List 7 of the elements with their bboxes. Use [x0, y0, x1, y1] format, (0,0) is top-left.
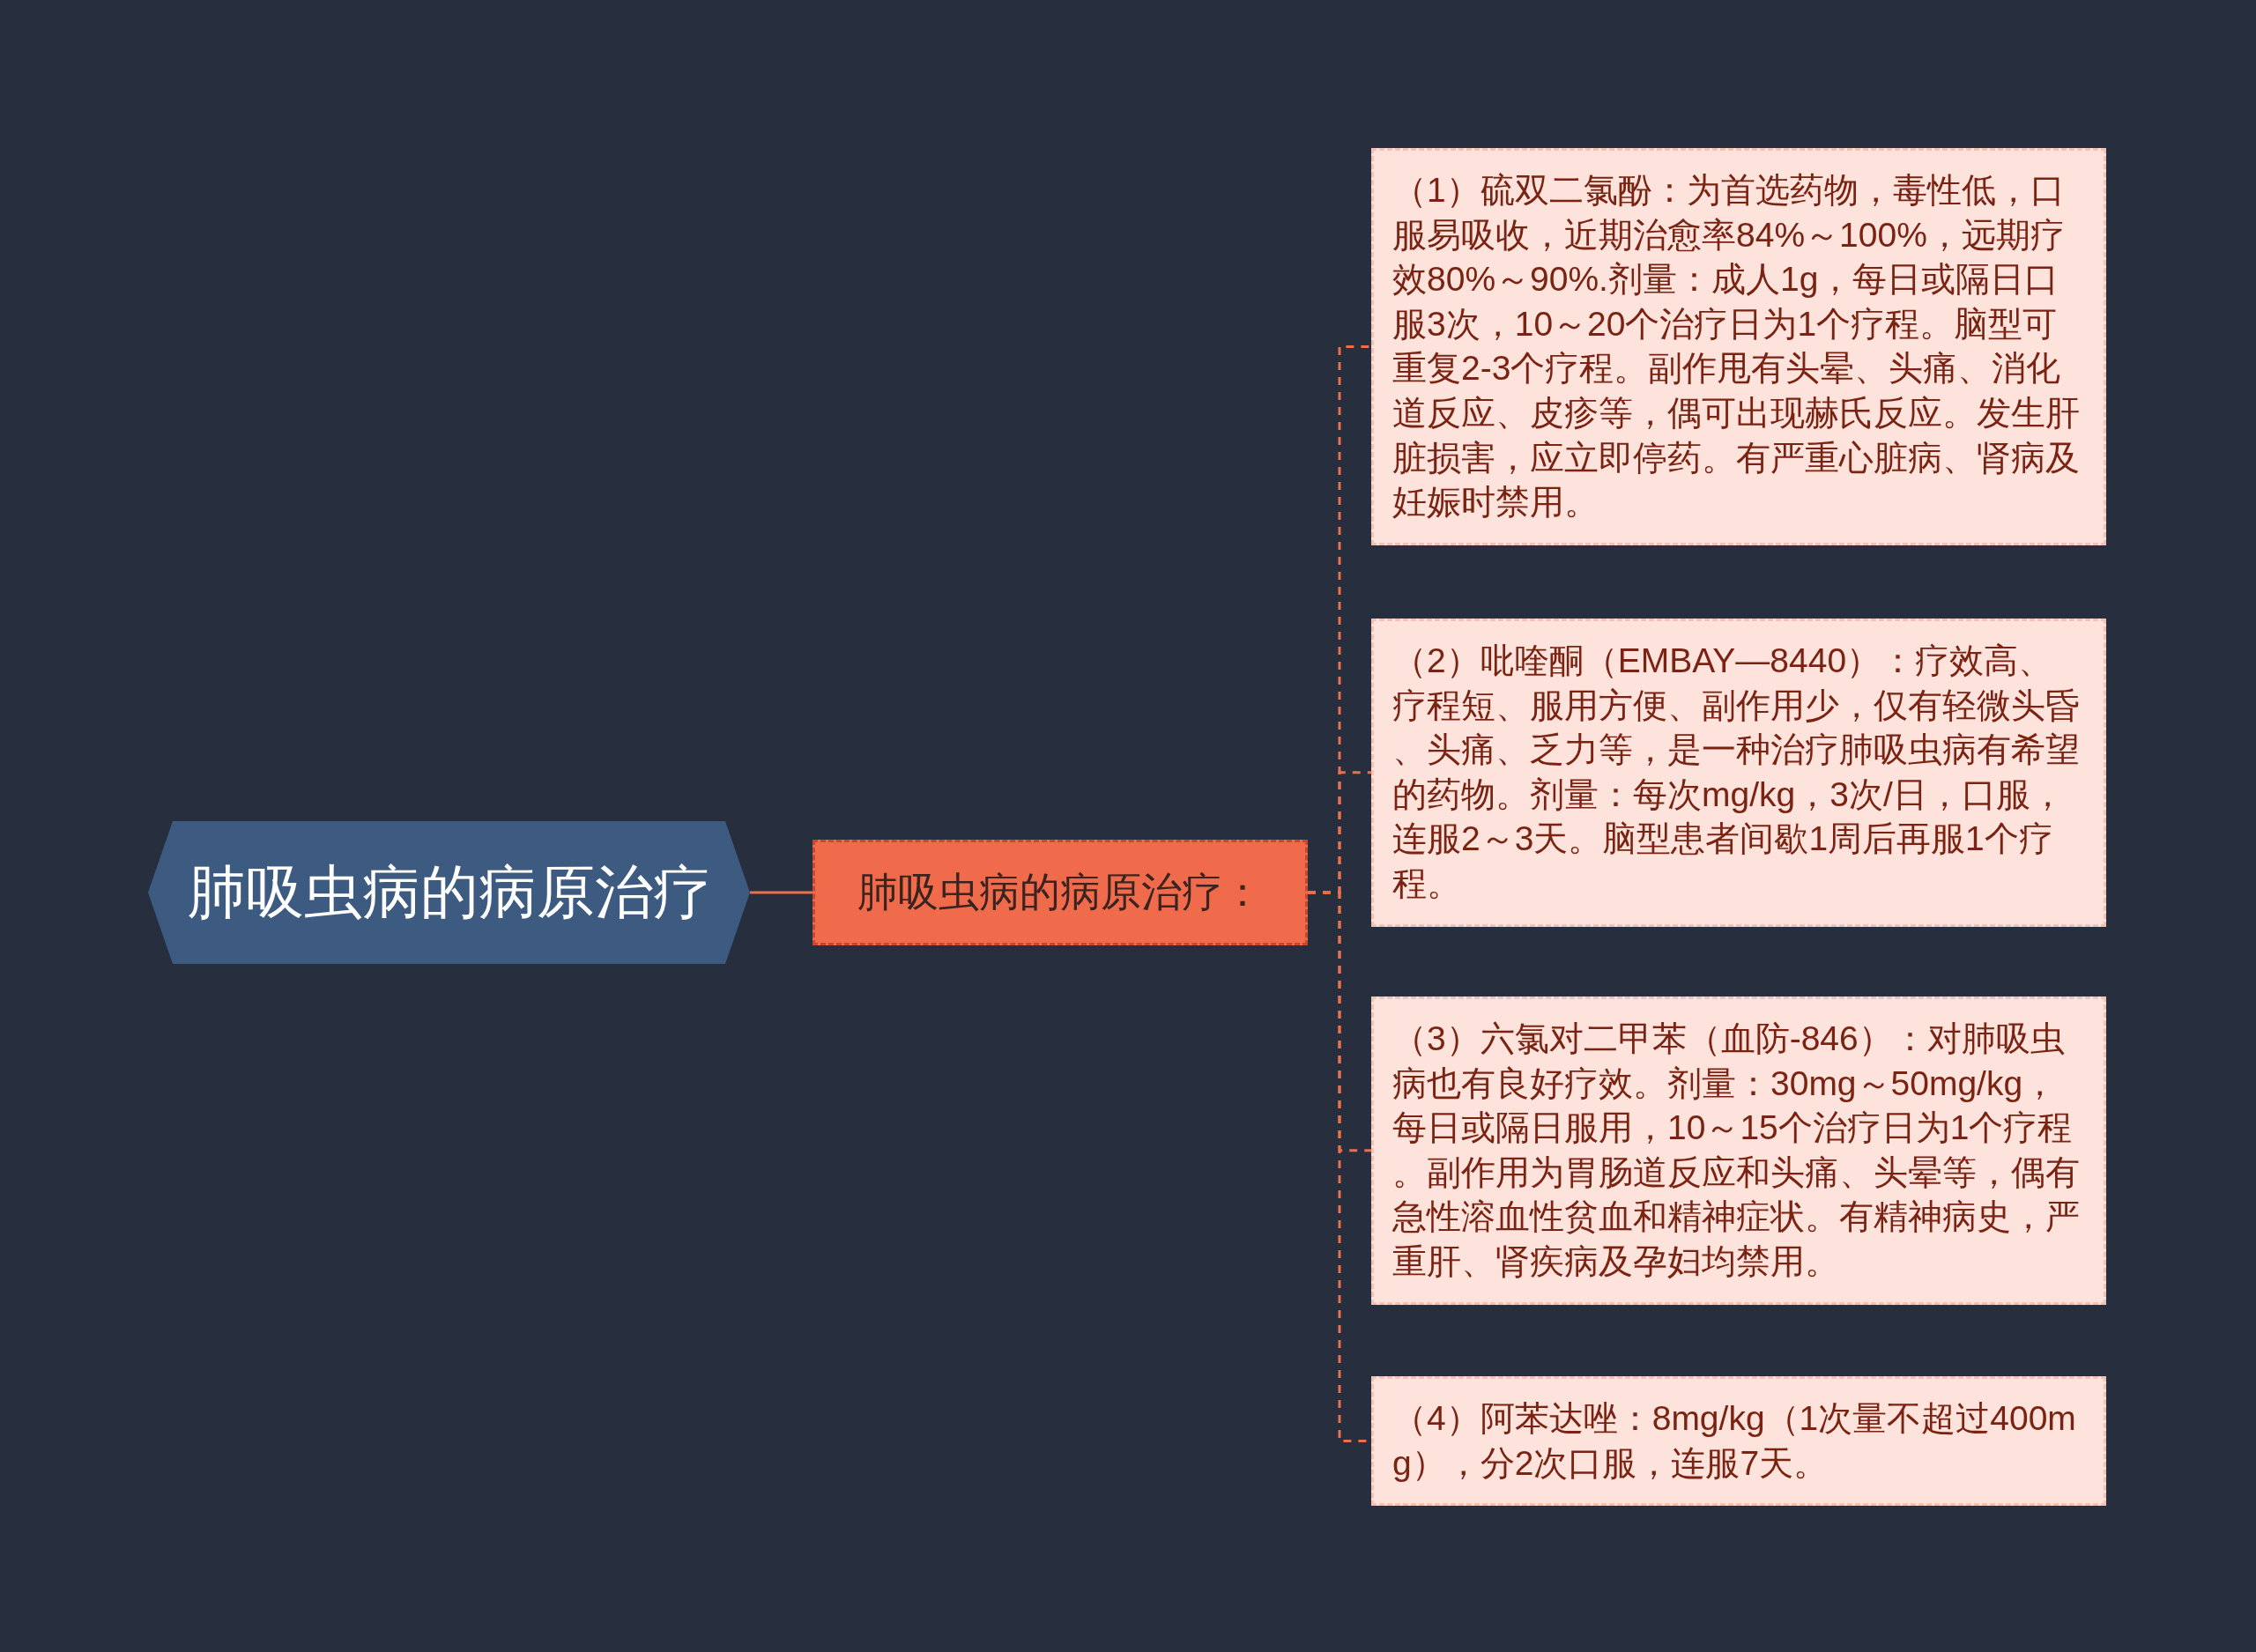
note-box: （2）吡喹酮（EMBAY—8440）：疗效高、疗程短、服用方便、副作用少，仅有轻微头昏、头痛、乏力等，是一种治疗肺吸虫病有希望的药物。剂量：每次mg/kg，3次/日，口服，连服2～3天。脑型患者间歇1周后再服1个疗程。 — [1371, 619, 2106, 927]
connector-line — [750, 891, 813, 894]
note-box: （4）阿苯达唑：8mg/kg（1次量不超过400mg），分2次口服，连服7天。 — [1371, 1376, 2106, 1507]
topic-hexagon: 肺吸虫病的病原治疗 — [148, 821, 750, 964]
note-box: （1）硫双二氯酚：为首选药物，毒性低，口服易吸收，近期治愈率84%～100%，远期疗效80%～90%.剂量：成人1g，每日或隔日口服3次，10～20个治疗日为1个疗程。脑型可重复2-3个疗程。副作甩有头晕、头痛、消化道反应、皮疹等，偶可出现赫氏反应。发生肝脏损害，应立即停药。有严重心脏病、肾病及妊娠时禁用。 — [1371, 148, 2106, 545]
subtopic-box: 肺吸虫病的病原治疗： — [813, 840, 1308, 945]
note-box: （3）六氯对二甲苯（血防-846）：对肺吸虫病也有良好疗效。剂量：30mg～50mg/kg，每日或隔日服用，10～15个治疗日为1个疗程。副作用为胃肠道反应和头痛、头晕等，偶有急性溶血性贫血和精神症状。有精神病史，严重肝、肾疾病及孕妇均禁用。 — [1371, 996, 2106, 1305]
